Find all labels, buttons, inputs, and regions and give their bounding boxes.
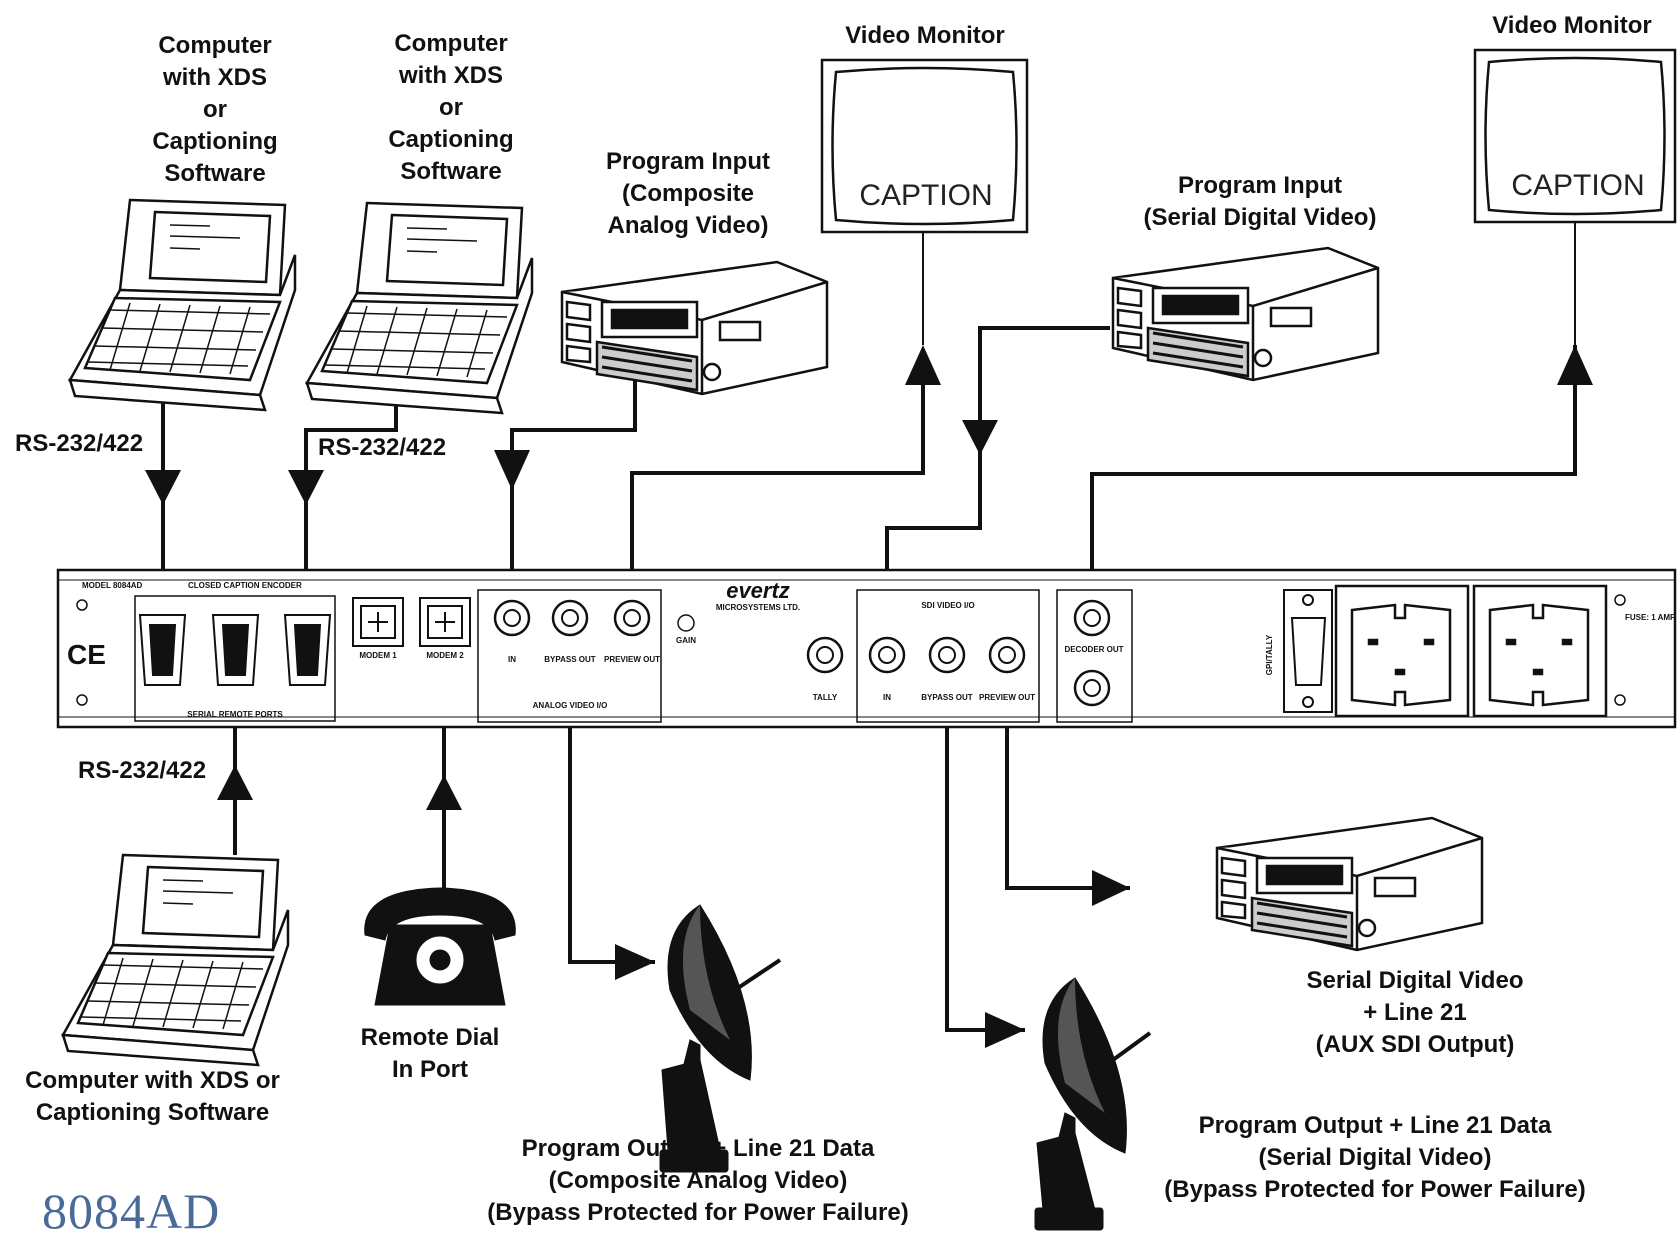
line-pc2-serial	[304, 398, 398, 580]
fuse-label: FUSE: 1 AMP	[1625, 613, 1676, 622]
bnc-connector-sdi-preview	[988, 636, 1026, 674]
panel-title-text: CLOSED CAPTION ENCODER	[188, 581, 302, 590]
serial-port-connector	[138, 614, 187, 686]
panel-model-text: MODEL 8084AD	[82, 581, 143, 590]
serial-port-connector	[211, 614, 260, 686]
serial-port-connector	[283, 614, 332, 686]
line-vtr-analog-in	[510, 375, 637, 610]
power-socket	[1334, 584, 1470, 718]
modem1-label: MODEM 1	[359, 651, 397, 660]
sdi-in-label: IN	[883, 693, 891, 702]
vtr-deck-icon	[560, 260, 829, 396]
arrow-pc1-serial	[145, 470, 181, 505]
sdi-io-label: SDI VIDEO I/O	[921, 601, 974, 610]
laptop-icon	[67, 198, 297, 412]
monitor-icon: CAPTION	[1473, 48, 1677, 224]
rs232-label-3: RS-232/422	[78, 757, 207, 784]
arrow-phone-modem	[426, 775, 462, 810]
bnc-connector-analog-preview	[613, 599, 651, 637]
satellite-dish-icon	[1034, 977, 1152, 1231]
gpi-label: GPI/TALLY	[1265, 634, 1274, 675]
modem-jack	[352, 597, 404, 647]
line-vtr-sdi-in	[885, 326, 1110, 650]
bnc-connector-tally	[806, 636, 844, 674]
bnc-connector-decoder-out	[1073, 599, 1111, 637]
analog-in-label: IN	[508, 655, 516, 664]
monitor-icon: CAPTION	[820, 58, 1029, 234]
sdi-bypass-label: BYPASS OUT	[921, 693, 973, 702]
pc3-label: Computer with XDS or Captioning Software	[25, 1067, 280, 1126]
vtr-deck-icon	[1215, 816, 1484, 952]
rs232-label-1: RS-232/422	[15, 430, 144, 457]
line-decoder-monitor2	[1090, 345, 1577, 610]
laptop-icon	[304, 201, 534, 415]
arrow-vtr-sdi-in	[962, 420, 998, 455]
line-preview-monitor1	[630, 360, 925, 610]
arrow-decoder-monitor2	[1557, 345, 1593, 385]
tally-label: TALLY	[813, 693, 838, 702]
program-input-sdi-label: Program Input (Serial Digital Video)	[1143, 172, 1377, 231]
arrow-pc3-serial	[217, 765, 253, 800]
power-socket	[1472, 584, 1608, 718]
gain-label: GAIN	[676, 636, 696, 645]
pc1-label: Computer with XDS or Captioning Software	[152, 32, 278, 187]
monitor-caption-text: CAPTION	[1511, 169, 1644, 202]
arrow-bypass-dish1	[615, 944, 655, 980]
ce-mark: CE	[67, 639, 106, 670]
analog-bypass-label: BYPASS OUT	[544, 655, 596, 664]
vtr-deck-icon	[1111, 246, 1380, 382]
serial-ports-label: SERIAL REMOTE PORTS	[187, 710, 283, 719]
program-output-sdi-label: Program Output + Line 21 Data (Serial Di…	[1164, 1112, 1586, 1203]
video-monitor-1-label: Video Monitor	[845, 22, 1005, 49]
line-bypass-dish1	[568, 690, 655, 964]
satellite-dish-icon	[659, 904, 782, 1173]
connection-lines	[145, 222, 1593, 1048]
program-input-analog-label: Program Input (Composite Analog Video)	[605, 148, 770, 239]
aux-sdi-output-label: Serial Digital Video + Line 21 (AUX SDI …	[1306, 967, 1524, 1058]
brand-sub-text: MICROSYSTEMS LTD.	[716, 603, 800, 612]
sdi-preview-label: PREVIEW OUT	[979, 693, 1035, 702]
line-sdi-preview-aux	[1005, 690, 1130, 890]
arrow-sdi-bypass-dish2	[985, 1012, 1025, 1048]
pc2-label: Computer with XDS or Captioning Software	[388, 30, 514, 185]
analog-preview-label: PREVIEW OUT	[604, 655, 660, 664]
video-monitor-2-label: Video Monitor	[1492, 12, 1652, 39]
program-output-analog-label: Program Output + Line 21 Data (Composite…	[487, 1135, 909, 1226]
arrow-preview-monitor1	[905, 345, 941, 385]
telephone-icon	[364, 887, 516, 1006]
bnc-connector-decoder-out-2	[1073, 669, 1111, 707]
line-sdi-bypass-dish2	[945, 690, 1025, 1032]
model-id-text: 8084AD	[42, 1183, 221, 1239]
bnc-connector-sdi-in	[868, 636, 906, 674]
analog-io-label: ANALOG VIDEO I/O	[533, 701, 608, 710]
monitor-caption-text: CAPTION	[859, 179, 992, 212]
brand-logo: evertz	[726, 578, 790, 603]
laptop-icon	[60, 853, 290, 1067]
arrow-vtr-analog-in	[494, 450, 530, 490]
remote-dial-label: Remote Dial In Port	[360, 1024, 500, 1083]
rs232-label-2: RS-232/422	[318, 434, 447, 461]
bnc-connector-sdi-bypass	[928, 636, 966, 674]
arrow-sdi-preview-aux	[1092, 870, 1130, 906]
bnc-connector-analog-bypass	[551, 599, 589, 637]
gpi-connector	[1283, 589, 1333, 713]
decoder-out-label: DECODER OUT	[1064, 645, 1123, 654]
arrow-pc2-serial	[288, 470, 324, 505]
encoder-rear-panel: MODEL 8084AD CLOSED CAPTION ENCODER CE S…	[56, 568, 1677, 729]
modem-jack	[419, 597, 471, 647]
bnc-connector-analog-in	[493, 599, 531, 637]
modem2-label: MODEM 2	[426, 651, 464, 660]
